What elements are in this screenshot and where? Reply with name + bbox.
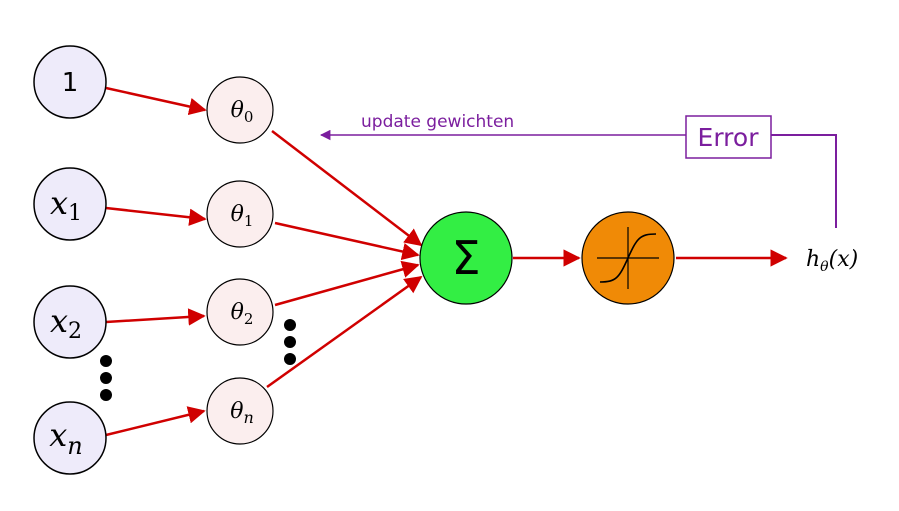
input-node-x1 — [33, 167, 107, 241]
weight-theta2-label: θ2 — [231, 300, 254, 328]
sum-node — [419, 211, 513, 305]
input-x1-label: x1 — [50, 184, 82, 226]
input-node-xn — [33, 401, 107, 475]
error-box — [685, 115, 772, 159]
output-label: hθ(x) — [806, 247, 858, 275]
weight-node-theta2 — [206, 278, 274, 346]
weight-theta0-sub: 0 — [244, 108, 254, 126]
edge-theta2-to-sum — [274, 260, 420, 307]
sum-symbol: Σ — [451, 231, 480, 285]
weight-ellipsis-icon — [284, 319, 296, 365]
weight-theta0-label: θ0 — [231, 98, 254, 126]
update-weights-label: update gewichten — [361, 112, 514, 132]
weight-node-thetan — [206, 377, 274, 445]
weight-theta2-sub: 2 — [244, 310, 254, 328]
input-xn-label: xn — [49, 416, 83, 460]
input-node-x2 — [33, 285, 107, 359]
input-bias-label: 1 — [62, 68, 79, 98]
edge-theta0-to-sum — [271, 130, 423, 247]
input-x2-sub: 2 — [68, 319, 82, 344]
edge-xn-to-thetan — [105, 406, 206, 437]
feedback-line — [771, 134, 837, 228]
input-x1-sub: 1 — [68, 201, 82, 226]
input-xn-sub: n — [67, 432, 82, 460]
output-sub: θ — [820, 259, 829, 275]
weight-theta1-label: θ1 — [231, 202, 254, 230]
output-rest: (x) — [829, 247, 859, 272]
input-x2-label: x2 — [50, 302, 82, 344]
input-node-bias — [33, 45, 107, 119]
error-label: Error — [698, 123, 760, 152]
edge-x2-to-theta2 — [105, 308, 206, 326]
weight-thetan-sub: n — [243, 408, 253, 427]
weight-node-theta1 — [206, 180, 274, 248]
input-ellipsis-icon — [100, 355, 112, 401]
edge-bias-to-theta0 — [105, 86, 207, 116]
weight-node-theta0 — [206, 76, 274, 144]
sigmoid-icon — [597, 227, 659, 289]
edge-thetan-to-sum — [266, 275, 423, 389]
edge-theta1-to-sum — [274, 221, 420, 261]
weight-theta1-sub: 1 — [244, 212, 254, 230]
edge-x1-to-theta1 — [105, 206, 207, 226]
weight-thetan-label: θn — [230, 399, 254, 427]
